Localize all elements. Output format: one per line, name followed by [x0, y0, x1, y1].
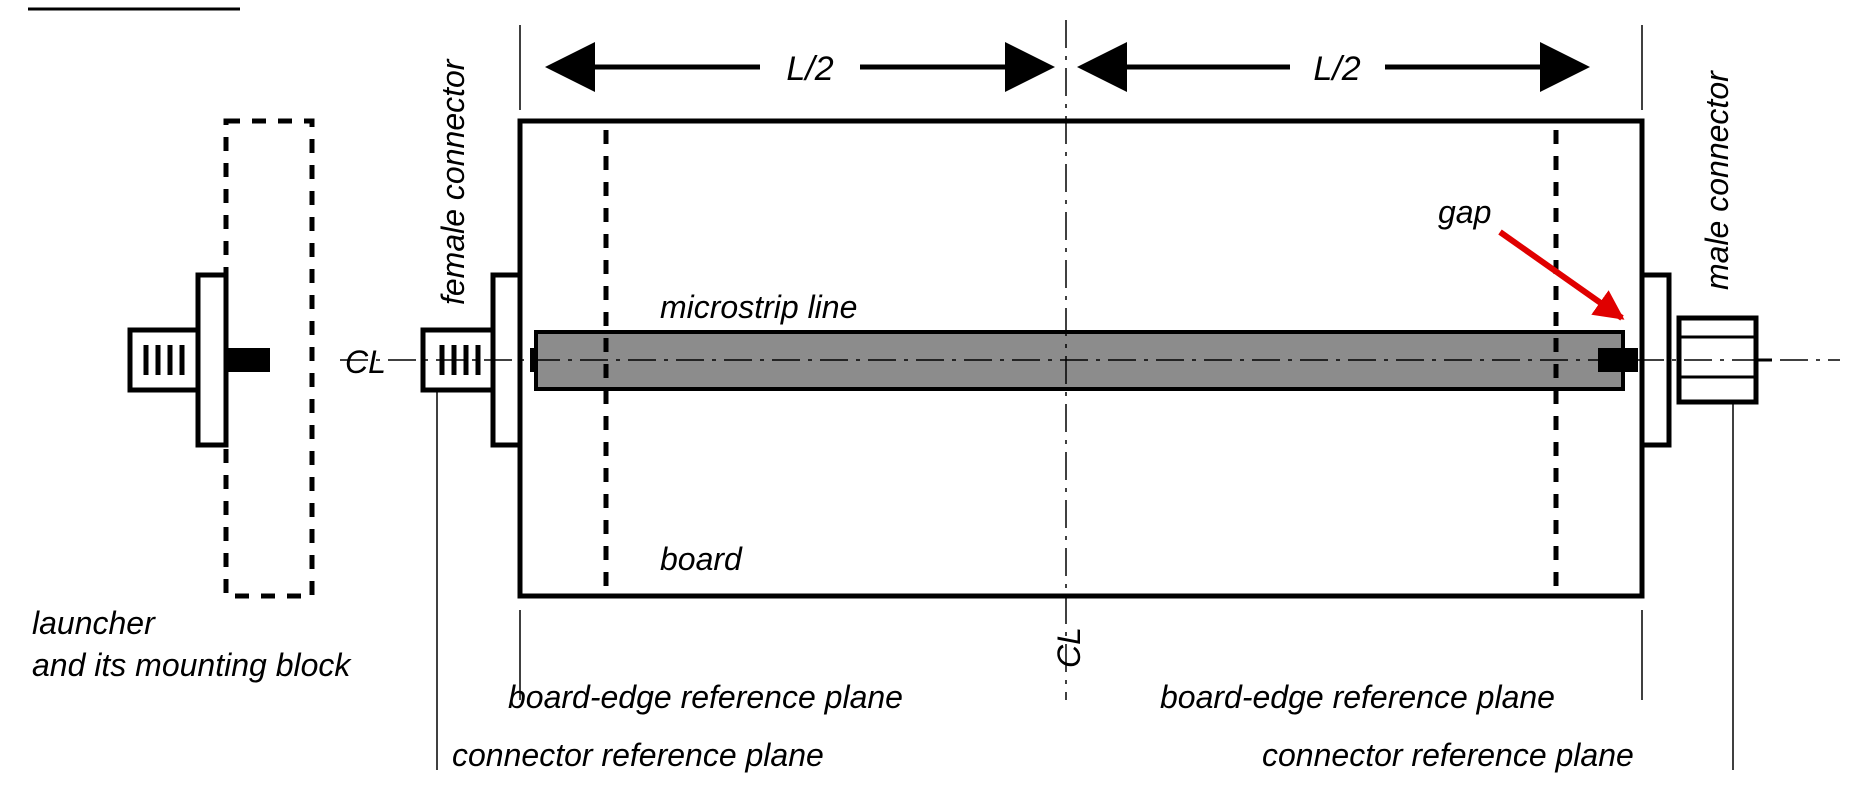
label-half-length-right: L/2 [1313, 50, 1360, 88]
label-half-length-left: L/2 [786, 50, 833, 88]
launcher [127, 118, 315, 599]
label-microstrip-line: microstrip line [660, 289, 857, 325]
label-centerline-vertical: CL [1051, 627, 1087, 668]
label-connector-ref-right: connector reference plane [1262, 737, 1634, 773]
label-board-edge-ref-left: board-edge reference plane [508, 679, 903, 715]
label-launcher-line2: and its mounting block [32, 647, 352, 683]
launcher-mounting-block [223, 118, 315, 599]
label-board: board [660, 541, 743, 577]
label-male-connector: male connector [1699, 70, 1735, 290]
label-gap: gap [1438, 194, 1491, 230]
launcher-thread [127, 327, 201, 393]
label-board-edge-ref-right: board-edge reference plane [1160, 679, 1555, 715]
gap-arrow [1498, 229, 1625, 321]
launcher-pin [228, 348, 270, 372]
launcher-flange [195, 272, 229, 448]
label-centerline-horizontal: CL [345, 344, 386, 380]
label-launcher-line1: launcher [32, 605, 156, 641]
label-female-connector: female connector [435, 58, 471, 305]
label-connector-ref-left: connector reference plane [452, 737, 824, 773]
